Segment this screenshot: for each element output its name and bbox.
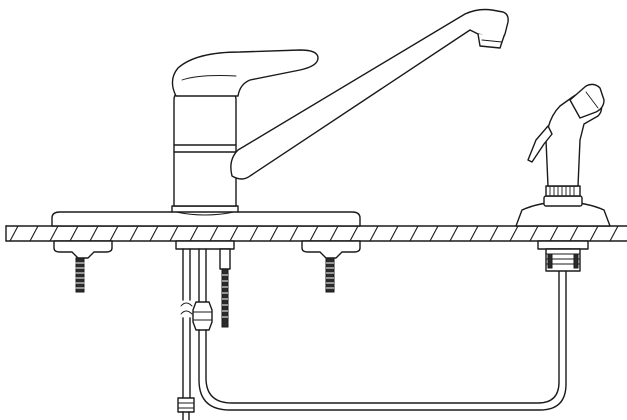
hatch-line <box>229 225 239 242</box>
hose-inner <box>205 269 560 404</box>
sprayer-mount-nut <box>537 240 589 250</box>
hatch-line <box>269 225 279 242</box>
hatch-line <box>89 225 99 242</box>
hatch-line <box>489 225 499 242</box>
hatch-line <box>329 225 339 242</box>
rod-thread-lines <box>222 274 228 318</box>
hatch-line <box>349 225 359 242</box>
sprayer-grip-collar <box>545 185 581 197</box>
mount-threaded-rod <box>221 268 229 328</box>
faucet-spout <box>230 8 509 180</box>
hatch-line <box>249 225 259 242</box>
hatch-line <box>589 225 599 242</box>
hatch-line <box>389 225 399 242</box>
hatch-line <box>569 225 579 242</box>
hatch-line <box>609 225 619 242</box>
hatch-line <box>429 225 439 242</box>
hatch-line <box>529 225 539 242</box>
collar-shadow-line <box>175 211 235 216</box>
tube-break-mark-bottom <box>180 310 193 315</box>
sprayer-nozzle-head <box>569 83 605 119</box>
right-thread-lines <box>326 262 334 289</box>
sprayer-base-ring <box>543 195 583 207</box>
center-supply-assembly <box>175 240 235 420</box>
hatch-line <box>29 225 39 242</box>
shank-thread-dark-left <box>547 253 553 269</box>
left-bracket <box>53 240 113 259</box>
faucet-column <box>173 91 237 207</box>
hatch-line <box>209 225 219 242</box>
aerator-ring <box>481 39 503 43</box>
right-threaded-stud <box>325 257 335 293</box>
sprayer-hose-connector-nut <box>192 301 213 331</box>
hatch-line <box>409 225 419 242</box>
nozzle-face-line <box>585 91 599 109</box>
faucet-handle <box>171 49 319 97</box>
shank-thread-dark-right <box>573 253 579 269</box>
countertop <box>5 225 627 242</box>
right-bracket <box>301 240 361 259</box>
lever-handle <box>171 49 319 97</box>
handle-contour <box>181 75 237 81</box>
hatch-line <box>289 225 299 242</box>
left-thread-lines <box>75 262 85 289</box>
sprayer-trigger <box>527 125 553 163</box>
right-mounting-nut <box>301 240 361 293</box>
spout-arm <box>230 8 509 180</box>
deck-plate <box>51 211 361 227</box>
hatch-line <box>469 225 479 242</box>
left-mounting-nut <box>53 240 113 293</box>
body-collar <box>171 205 239 213</box>
sprayer-hose <box>198 269 567 411</box>
hatch-line <box>69 225 79 242</box>
center-shank-nut <box>175 240 235 250</box>
hatch-line <box>9 225 19 242</box>
hatch-line <box>509 225 519 242</box>
hatch-line <box>49 225 59 242</box>
left-threaded-stud <box>75 257 85 293</box>
hatch-line <box>129 225 139 242</box>
side-sprayer <box>515 83 611 272</box>
hatch-line <box>449 225 459 242</box>
hatch-line <box>149 225 159 242</box>
mount-rod-top <box>219 248 231 270</box>
hatch-line <box>169 225 179 242</box>
hose-outer <box>198 269 567 411</box>
hatch-line <box>549 225 559 242</box>
hatch-line <box>309 225 319 242</box>
hatch-line <box>369 225 379 242</box>
hatch-line <box>109 225 119 242</box>
faucet-body <box>173 91 237 207</box>
bottom-fitting-nut <box>177 397 195 413</box>
grip-knurl-lines <box>549 185 575 197</box>
hatch-line <box>189 225 199 242</box>
countertop-hatching <box>9 225 619 242</box>
sprayer-shank <box>545 248 581 272</box>
faucet-base-plate <box>51 205 361 227</box>
tube-break-mark-top <box>180 302 193 307</box>
